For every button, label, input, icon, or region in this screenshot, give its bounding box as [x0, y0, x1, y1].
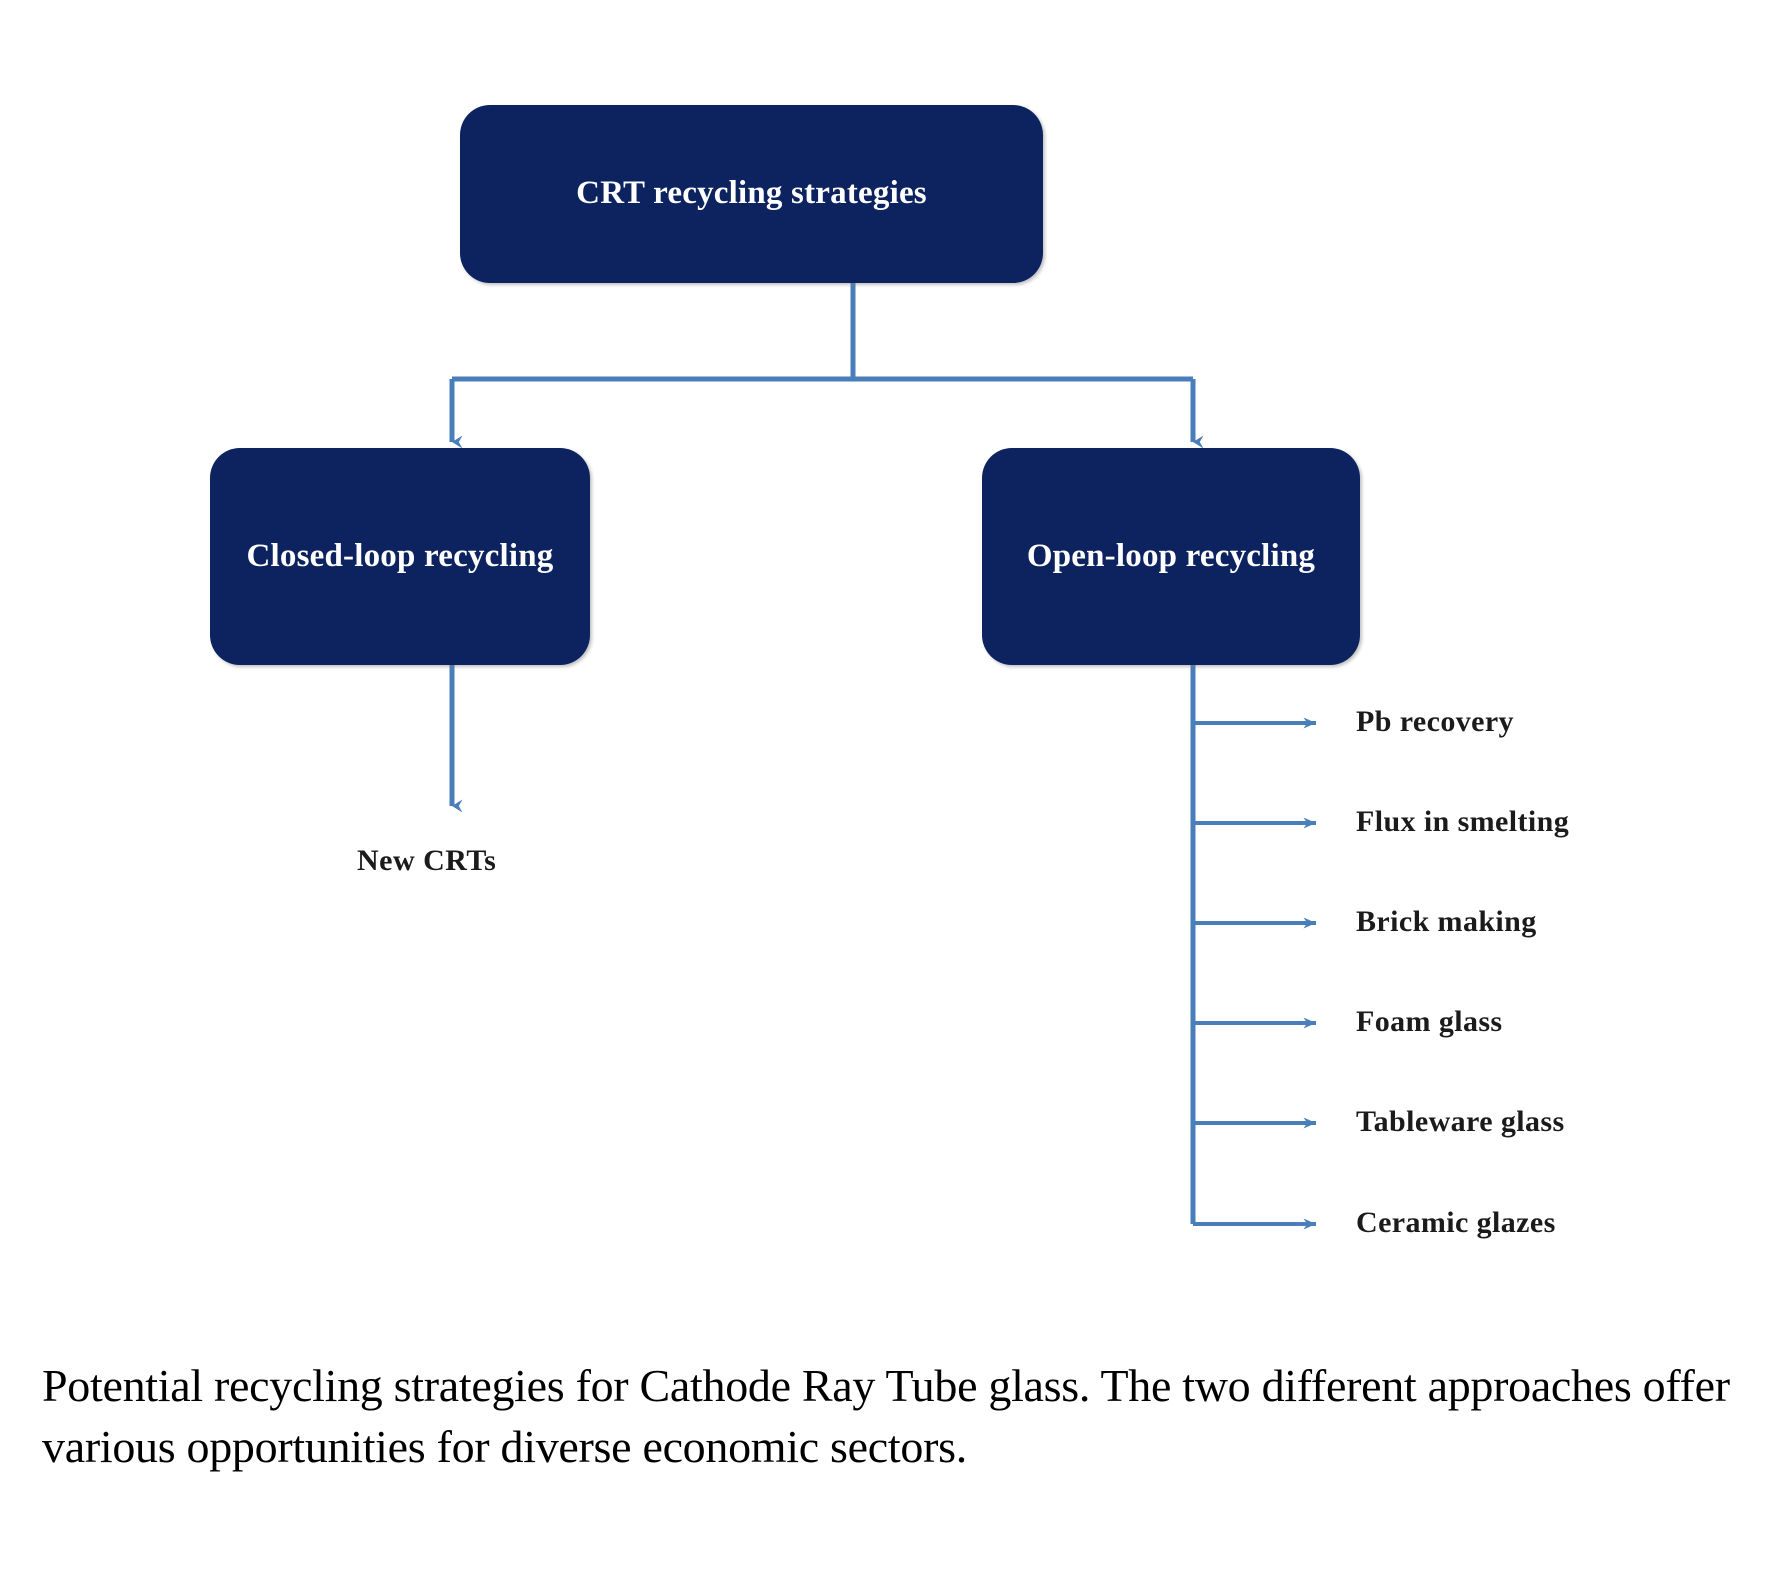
leaf-label-flux-in-smelting: Flux in smelting — [1356, 805, 1570, 838]
figure-diagram: CRT recycling strategies Closed-loop rec… — [210, 105, 1570, 1239]
leaf-label-new-crts: New CRTs — [357, 844, 497, 877]
node-crt-recycling-strategies[interactable]: CRT recycling strategies — [460, 105, 1043, 283]
leaf-label-brick-making: Brick making — [1356, 905, 1537, 938]
node-open-loop-recycling[interactable]: Open-loop recycling — [982, 448, 1360, 665]
connector-lines — [449, 283, 1316, 1230]
leaf-label-tableware-glass: Tableware glass — [1356, 1105, 1565, 1138]
leaf-label-pb-recovery: Pb recovery — [1356, 705, 1514, 738]
node-label-root: CRT recycling strategies — [576, 175, 927, 212]
leaf-label-ceramic-glazes: Ceramic glazes — [1356, 1206, 1556, 1239]
node-closed-loop-recycling[interactable]: Closed-loop recycling — [210, 448, 590, 665]
node-label-closed-loop: Closed-loop recycling — [246, 537, 554, 574]
node-label-open-loop: Open-loop recycling — [1026, 537, 1316, 574]
figure-caption: Potential recycling strategies for Catho… — [42, 1360, 1730, 1473]
leaf-label-foam-glass: Foam glass — [1356, 1005, 1503, 1038]
